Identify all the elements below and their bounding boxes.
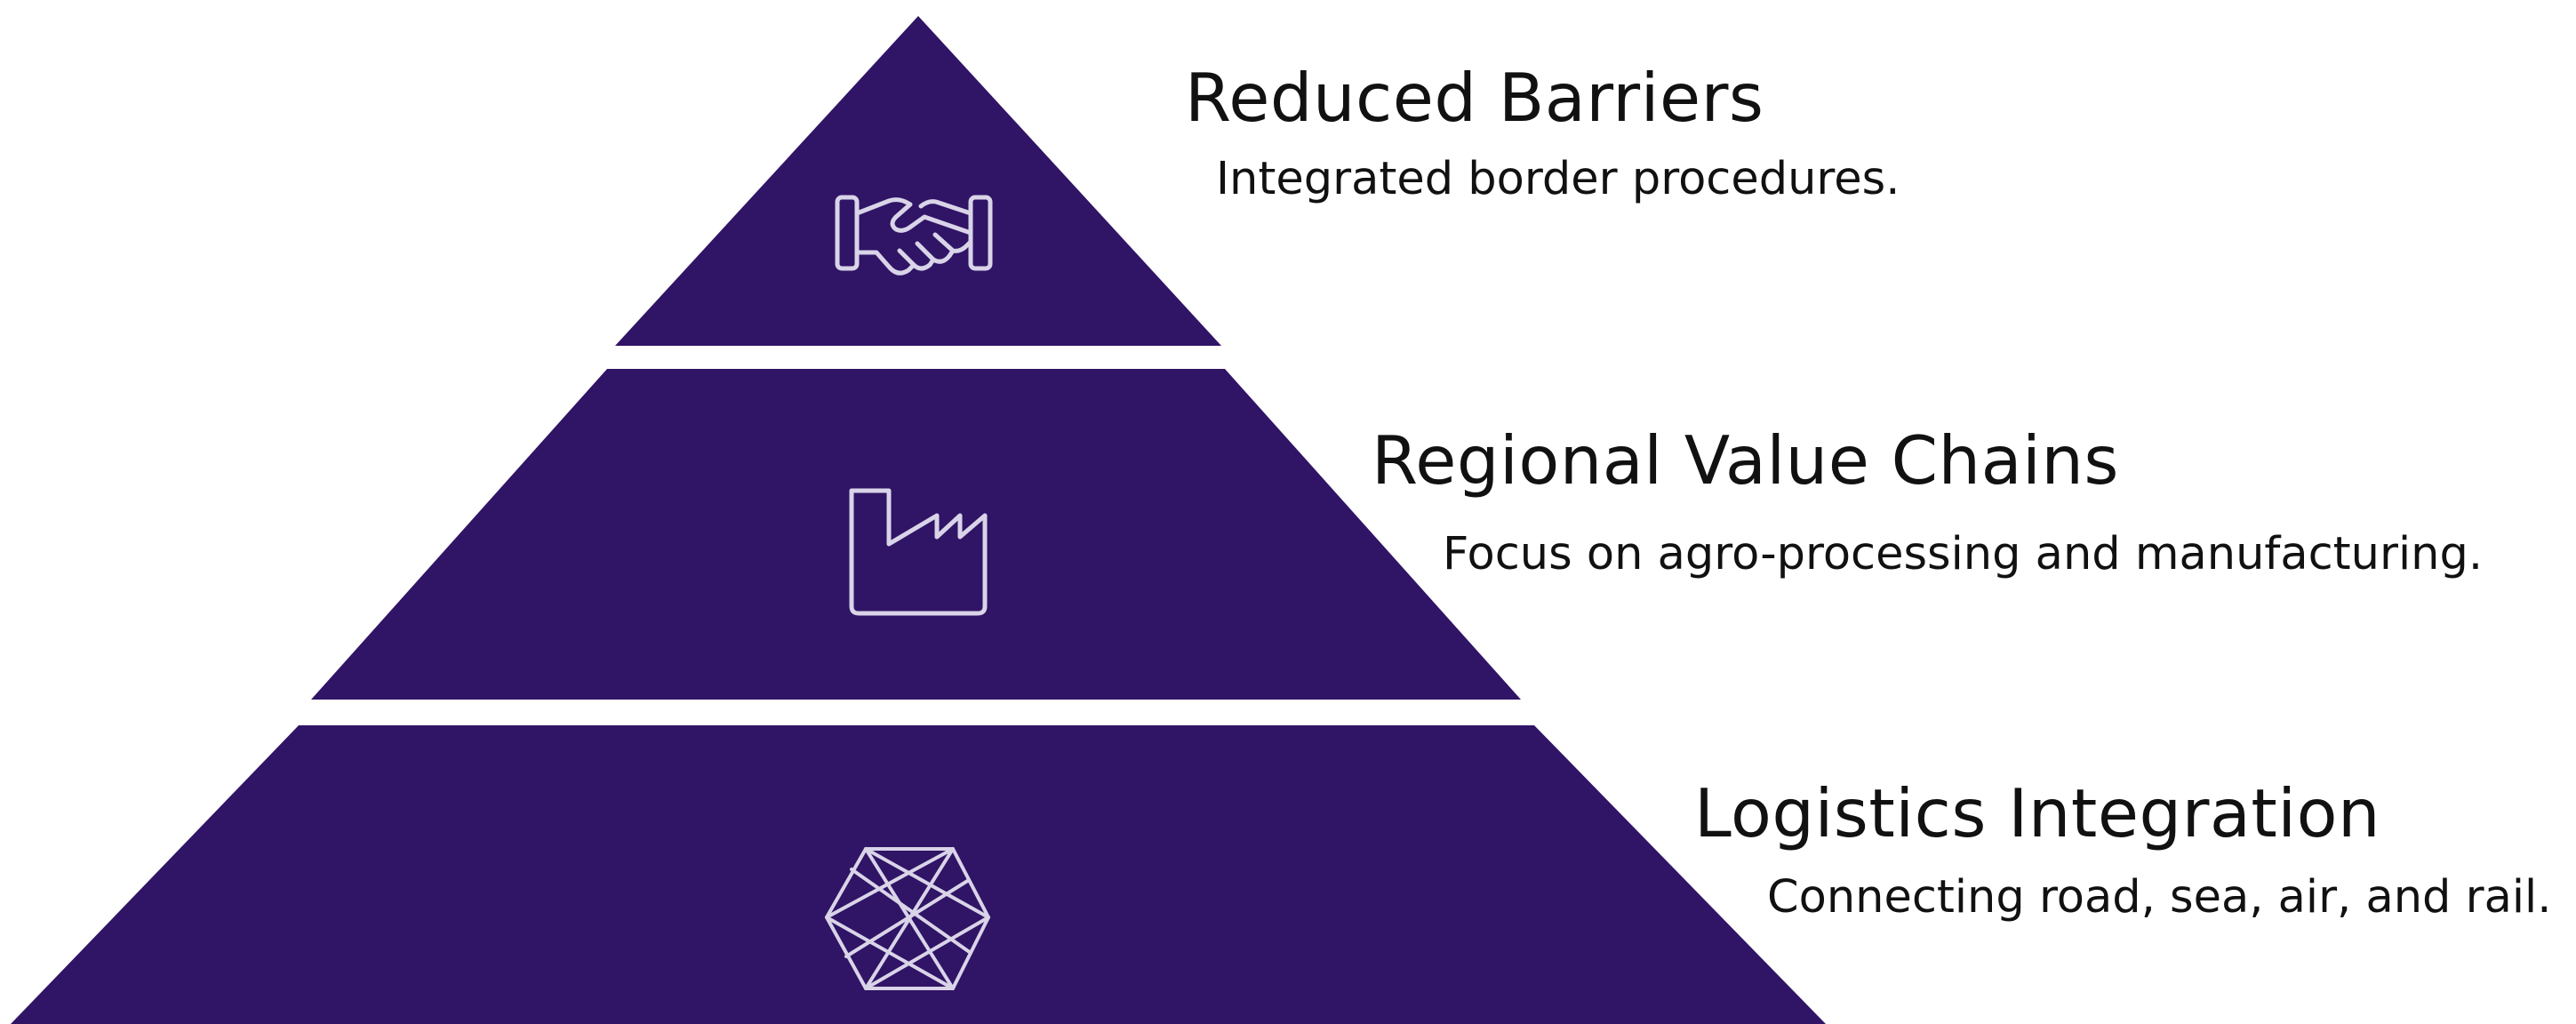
tier-title-logistics-integration: Logistics Integration: [1694, 774, 2381, 852]
tier-description-logistics-integration: Connecting road, sea, air, and rail.: [1767, 871, 2552, 924]
network-hexagon-icon: [825, 847, 990, 990]
handshake-icon: [835, 195, 993, 276]
tier-description-regional-value-chains: Focus on agro-processing and manufacturi…: [1443, 528, 2484, 580]
factory-icon: [849, 488, 988, 616]
tier-title-reduced-barriers: Reduced Barriers: [1185, 59, 1764, 137]
pyramid-tier-top: [615, 16, 1221, 346]
pyramid-tier-middle: [311, 369, 1521, 700]
tier-description-reduced-barriers: Integrated border procedures.: [1216, 153, 1900, 205]
pyramid-tier-bottom: [11, 725, 1826, 1024]
tier-title-regional-value-chains: Regional Value Chains: [1372, 421, 2119, 500]
